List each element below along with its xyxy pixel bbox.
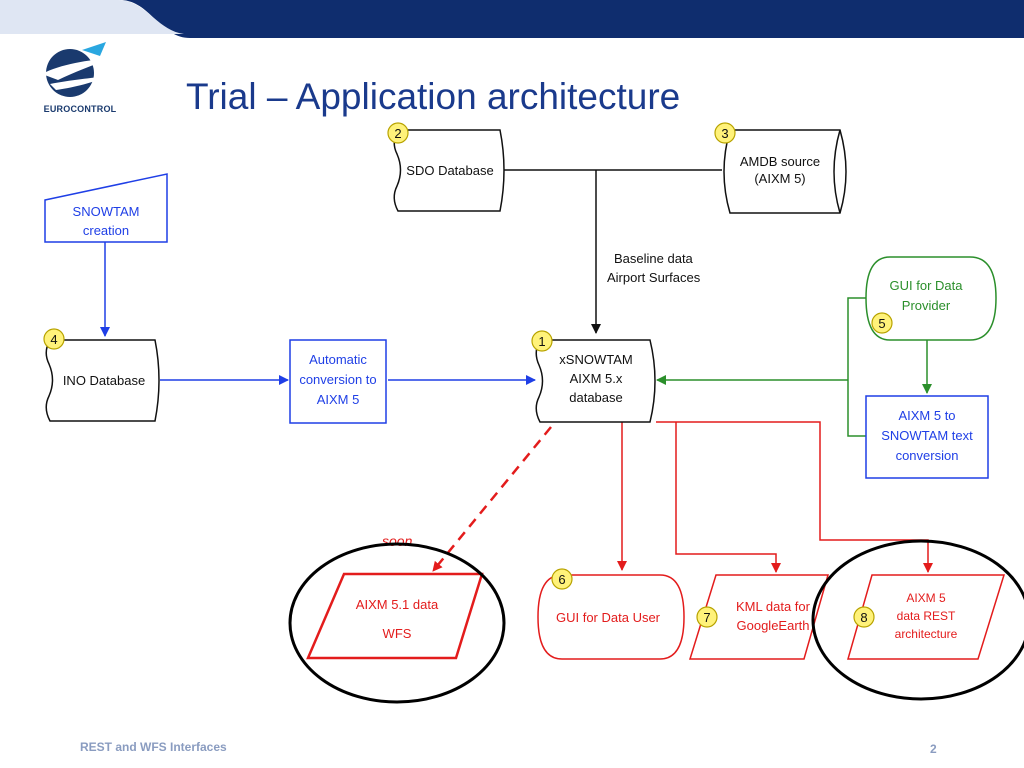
xsnow-to-rest-arrow: [656, 421, 933, 573]
wfs-highlight-circle: [288, 542, 506, 704]
svg-text:Provider: Provider: [902, 298, 951, 313]
svg-text:AMDB source: AMDB source: [740, 154, 820, 169]
sdo-label: SDO Database: [406, 163, 493, 178]
svg-text:2: 2: [394, 126, 401, 141]
logo-emblem-icon: [42, 42, 110, 97]
svg-text:6: 6: [558, 572, 565, 587]
svg-text:KML data for: KML data for: [736, 599, 811, 614]
svg-text:database: database: [569, 390, 623, 405]
svg-text:GUI for Data: GUI for Data: [890, 278, 964, 293]
soon-dashed-arrow: [432, 426, 552, 572]
logo-text: EUROCONTROL: [43, 104, 117, 114]
gui-user-node: GUI for Data User: [537, 574, 685, 660]
kml-node: KML data for GoogleEarth: [688, 574, 829, 660]
aixm-snowtam-conversion-node: AIXM 5 to SNOWTAM text conversion: [865, 395, 989, 479]
soon-label: soon: [382, 533, 413, 549]
svg-text:architecture: architecture: [895, 627, 958, 641]
svg-text:GUI for Data User: GUI for Data User: [556, 610, 661, 625]
rest-badge: 8: [853, 606, 875, 628]
rest-node: AIXM 5 data REST architecture: [847, 574, 1006, 660]
gui-provider-node: GUI for Data Provider: [865, 256, 997, 341]
svg-text:AIXM 5: AIXM 5: [317, 392, 360, 407]
wfs-node: AIXM 5.1 data WFS: [306, 572, 484, 660]
rest-highlight-circle: [811, 539, 1024, 701]
ino-badge: 4: [43, 328, 65, 350]
svg-text:3: 3: [721, 126, 728, 141]
svg-text:conversion to: conversion to: [299, 372, 376, 387]
svg-text:(AIXM 5): (AIXM 5): [754, 171, 805, 186]
snowtam-creation-node: SNOWTAM creation: [44, 173, 168, 243]
svg-text:1: 1: [538, 334, 545, 349]
svg-text:GoogleEarth: GoogleEarth: [737, 618, 810, 633]
svg-text:AIXM 5: AIXM 5: [906, 591, 946, 605]
gui-provider-badge: 5: [871, 312, 893, 334]
svg-text:SNOWTAM text: SNOWTAM text: [881, 428, 973, 443]
xsnow-to-kml-arrow: [675, 422, 781, 573]
green-bracket: [847, 297, 866, 437]
svg-text:xSNOWTAM: xSNOWTAM: [559, 352, 632, 367]
baseline-label-line2: Airport Surfaces: [607, 270, 701, 285]
amdb-badge: 3: [714, 122, 736, 144]
svg-text:5: 5: [878, 316, 885, 331]
svg-text:AIXM 5.x: AIXM 5.x: [570, 371, 623, 386]
page-number: 2: [930, 742, 937, 756]
kml-badge: 7: [696, 606, 718, 628]
eurocontrol-logo: EUROCONTROL: [30, 40, 130, 120]
sdo-badge: 2: [387, 122, 409, 144]
ino-database-node: INO Database: [45, 339, 160, 422]
gui-user-badge: 6: [551, 568, 573, 590]
connectors: [100, 169, 933, 573]
svg-text:4: 4: [50, 332, 57, 347]
svg-text:7: 7: [703, 610, 710, 625]
baseline-label-line1: Baseline data: [614, 251, 694, 266]
svg-text:WFS: WFS: [383, 626, 412, 641]
sdo-database-node: SDO Database: [393, 129, 505, 212]
slide-title: Trial – Application architecture: [186, 76, 681, 117]
svg-text:8: 8: [860, 610, 867, 625]
svg-text:INO Database: INO Database: [63, 373, 145, 388]
svg-text:conversion: conversion: [896, 448, 959, 463]
svg-text:Automatic: Automatic: [309, 352, 367, 367]
xsnowtam-badge: 1: [531, 330, 553, 352]
svg-text:AIXM 5 to: AIXM 5 to: [898, 408, 955, 423]
header-bar: [0, 0, 1024, 38]
svg-text:SNOWTAM: SNOWTAM: [73, 204, 140, 219]
xsnowtam-database-node: xSNOWTAM AIXM 5.x database: [535, 339, 656, 423]
svg-text:data REST: data REST: [897, 609, 956, 623]
automatic-conversion-node: Automatic conversion to AIXM 5: [289, 339, 387, 424]
svg-text:creation: creation: [83, 223, 129, 238]
svg-text:AIXM 5.1 data: AIXM 5.1 data: [356, 597, 439, 612]
footer-left: REST and WFS Interfaces: [80, 740, 227, 754]
amdb-source-node: AMDB source (AIXM 5): [723, 129, 847, 214]
